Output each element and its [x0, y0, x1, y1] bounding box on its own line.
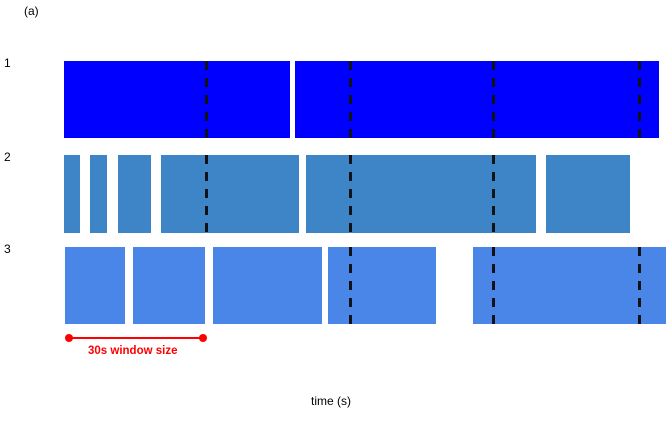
- speech-segment: [118, 155, 151, 233]
- speech-segment: [90, 155, 107, 233]
- speech-segment: [161, 155, 299, 233]
- speech-segment: [64, 155, 80, 233]
- speech-segment: [473, 247, 666, 324]
- speech-segment: [546, 155, 630, 233]
- row-label: 1: [4, 56, 11, 70]
- window-boundary-line: [637, 247, 641, 324]
- speech-segment: [64, 61, 290, 138]
- window-boundary-line: [637, 61, 641, 138]
- measure-endpoint-right-icon: [199, 334, 207, 342]
- window-size-label: 30s window size: [88, 345, 178, 357]
- speech-segment: [213, 247, 322, 324]
- row-label: 2: [4, 150, 11, 164]
- window-boundary-line: [491, 247, 495, 324]
- speech-segment: [295, 61, 659, 138]
- measure-endpoint-left-icon: [65, 334, 73, 342]
- time-axis-label: time (s): [311, 394, 351, 408]
- window-boundary-line: [348, 155, 352, 233]
- row-label: 3: [4, 242, 11, 256]
- window-boundary-line: [348, 247, 352, 324]
- window-boundary-line: [491, 155, 495, 233]
- corner-label: (a): [24, 4, 39, 18]
- window-boundary-line: [491, 61, 495, 138]
- window-boundary-line: [204, 61, 208, 138]
- speech-segment: [306, 155, 536, 233]
- speech-segment: [328, 247, 436, 324]
- measure-line: [69, 337, 203, 339]
- window-boundary-line: [348, 61, 352, 138]
- speech-segment: [133, 247, 205, 324]
- speech-segment: [65, 247, 125, 324]
- window-boundary-line: [204, 155, 208, 233]
